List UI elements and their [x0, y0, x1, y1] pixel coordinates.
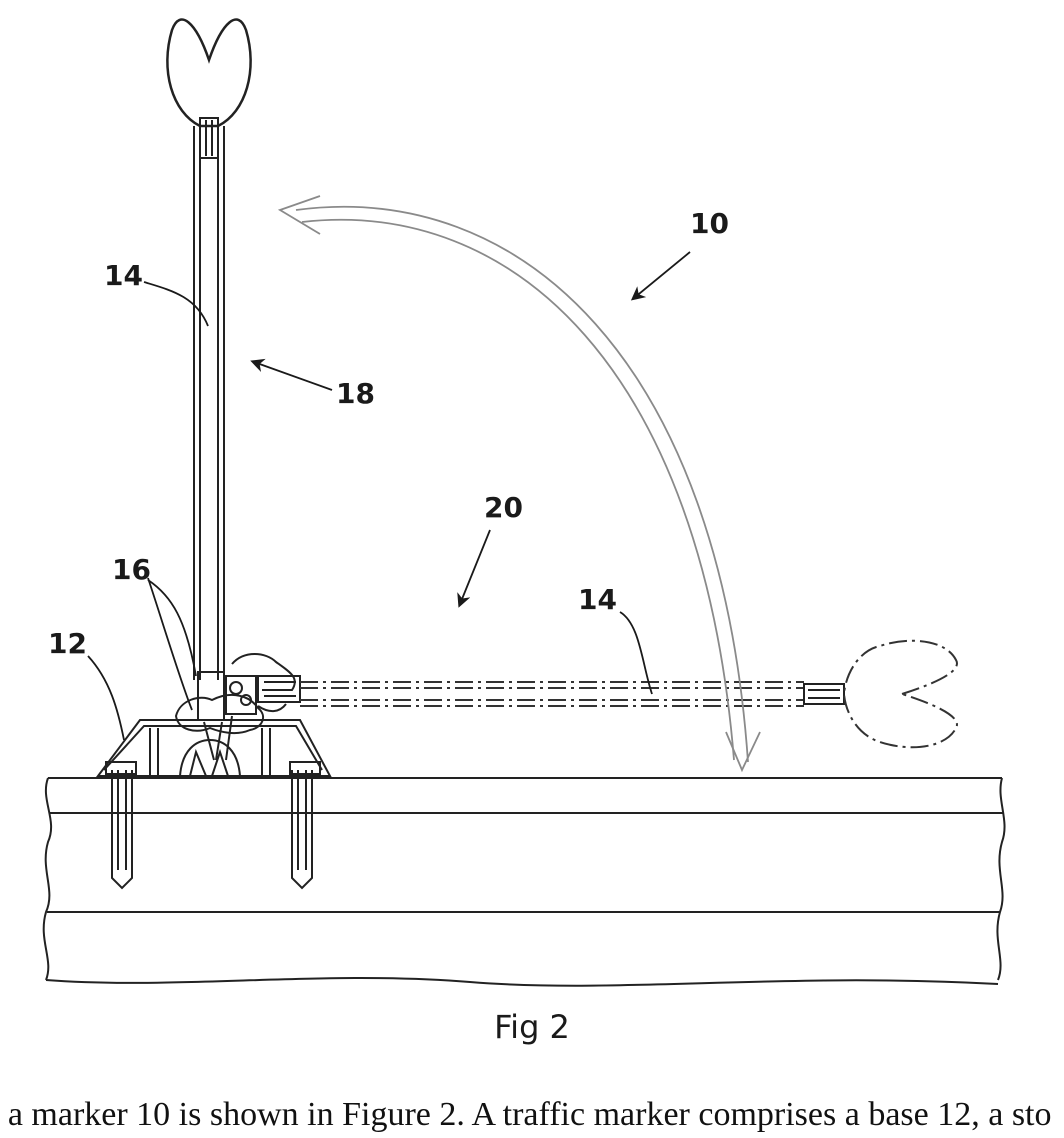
description-text: f a marker 10 is shown in Figure 2. A tr… — [0, 1096, 1052, 1134]
upright-stem — [194, 118, 224, 680]
ref-label-16: 16 — [112, 556, 151, 584]
ref-label-14-upright: 14 — [104, 262, 143, 290]
ref-label-10: 10 — [690, 210, 729, 238]
figure-caption: Fig 2 — [0, 1008, 1064, 1046]
rotation-arrow — [280, 196, 760, 770]
road-slab — [44, 778, 1005, 986]
ref-label-20: 20 — [484, 494, 523, 522]
ref-label-14-folded: 14 — [578, 586, 617, 614]
ref-label-12: 12 — [48, 630, 87, 658]
leader-lines — [88, 252, 690, 740]
folded-stem-cap — [804, 684, 844, 704]
base — [98, 720, 330, 776]
anchor-bolts — [112, 770, 312, 888]
ref-label-18: 18 — [336, 380, 375, 408]
upright-marker-head — [167, 20, 250, 126]
folded-marker-head — [844, 641, 957, 748]
